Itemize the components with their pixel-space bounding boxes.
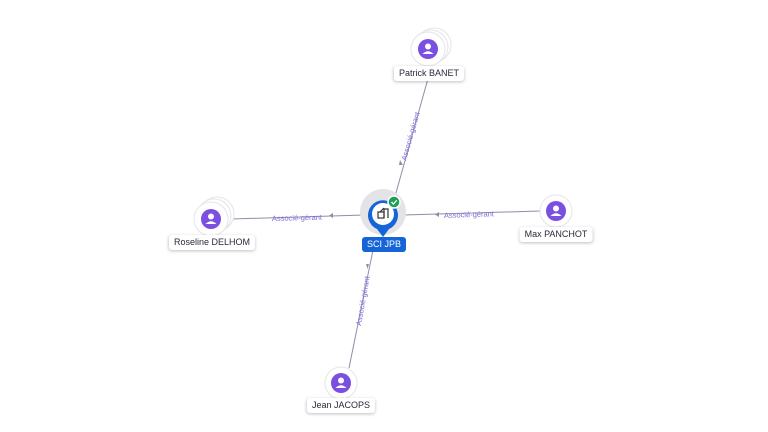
- edge-label-jean: Associé-gérant: [354, 275, 372, 327]
- edge-roseline: [231, 214, 365, 220]
- arrow-jean: [366, 264, 369, 269]
- person-node-jean[interactable]: [324, 366, 358, 400]
- person-icon: [546, 201, 566, 221]
- person-node-max[interactable]: [539, 194, 573, 228]
- person-label-jean[interactable]: Jean JACOPS: [306, 398, 376, 413]
- person-icon: [201, 209, 221, 229]
- company-label[interactable]: SCI JPB: [361, 237, 407, 252]
- person-icon: [418, 39, 438, 59]
- person-label-roseline[interactable]: Roseline DELHOM: [168, 235, 256, 250]
- company-node[interactable]: [360, 189, 406, 237]
- person-node-roseline[interactable]: [193, 196, 235, 237]
- edge-label-roseline: Associé-gérant: [272, 213, 323, 223]
- arrow-max: [435, 212, 439, 217]
- arrow-roseline: [329, 213, 333, 218]
- edge-jean: [348, 249, 374, 369]
- check-icon: [387, 195, 401, 209]
- edge-label-max: Associé-gérant: [444, 209, 495, 220]
- building-icon: [377, 207, 389, 219]
- person-icon: [331, 373, 351, 393]
- person-label-patrick[interactable]: Patrick BANET: [393, 66, 465, 81]
- edge-max: [403, 210, 541, 216]
- arrow-patrick: [399, 160, 403, 165]
- person-label-max[interactable]: Max PANCHOT: [519, 227, 593, 242]
- edge-label-patrick: Associé-gérant: [399, 110, 422, 161]
- edge-patrick: [393, 74, 430, 201]
- person-node-patrick[interactable]: [410, 27, 452, 67]
